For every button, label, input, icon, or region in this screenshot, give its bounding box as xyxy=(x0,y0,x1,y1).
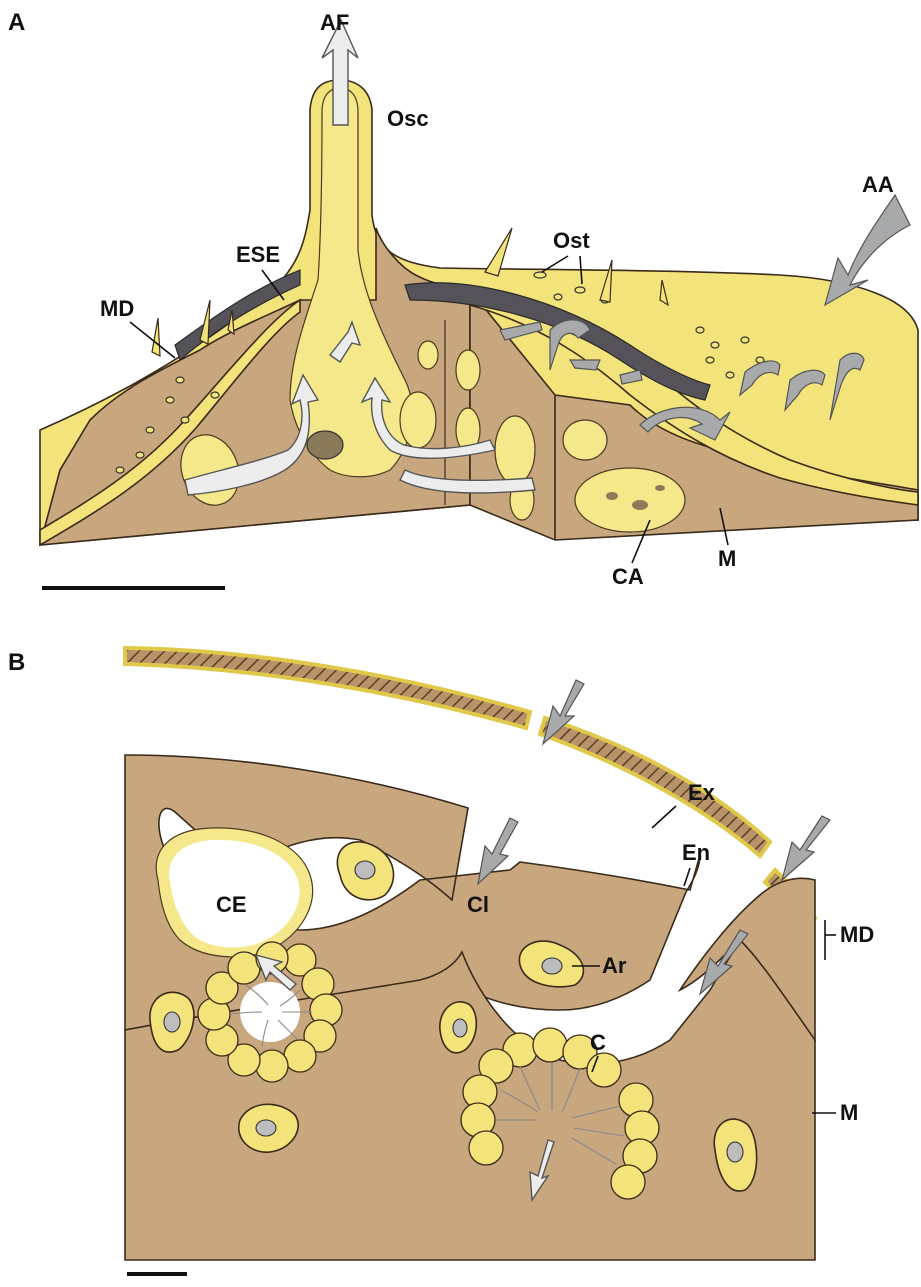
panel-a: A xyxy=(8,9,918,590)
inflow-arrow-aa xyxy=(825,195,910,305)
label-ese: ESE xyxy=(236,242,280,267)
label-md-a: MD xyxy=(100,296,134,321)
label-aa: AA xyxy=(862,172,894,197)
panel-b-label: B xyxy=(8,649,25,676)
label-af: AF xyxy=(320,10,349,35)
label-ca: CA xyxy=(612,564,644,589)
label-ar: Ar xyxy=(602,953,627,978)
label-ex: Ex xyxy=(688,780,716,805)
label-en: En xyxy=(682,840,710,865)
panel-a-label: A xyxy=(8,9,25,36)
label-cl: Cl xyxy=(467,892,489,917)
label-ost: Ost xyxy=(553,228,590,253)
label-m-a: M xyxy=(718,546,736,571)
label-osc: Osc xyxy=(387,106,429,131)
label-m-b: M xyxy=(840,1100,858,1125)
panel-b: B xyxy=(8,648,874,1276)
scale-bar-b xyxy=(127,1272,187,1276)
label-ce: CE xyxy=(216,892,247,917)
label-md-b: MD xyxy=(840,922,874,947)
label-c: C xyxy=(590,1030,606,1055)
scale-bar-a xyxy=(42,586,225,590)
